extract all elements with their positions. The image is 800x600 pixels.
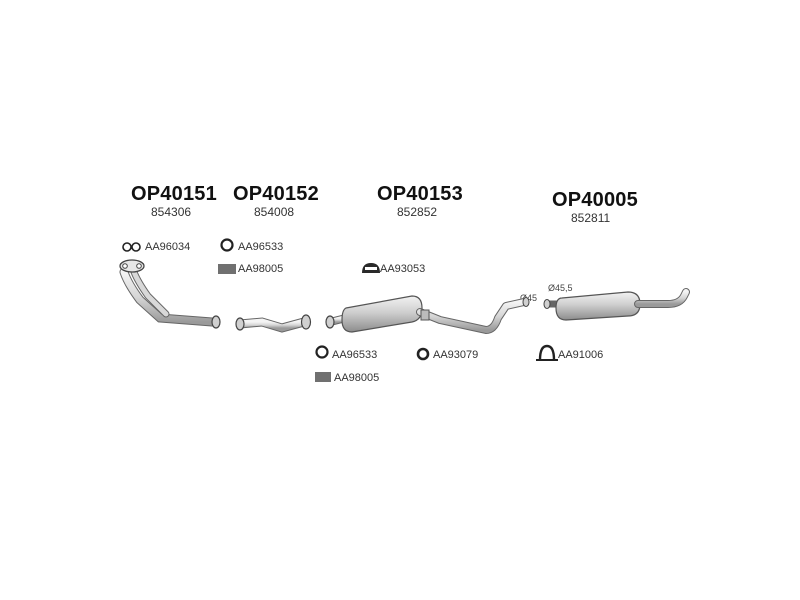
- accessory-label-clamp[interactable]: AA91006: [558, 349, 604, 361]
- accessory-label-ring-a[interactable]: AA96533: [238, 241, 284, 253]
- gasket-icon: [122, 242, 141, 252]
- accessory-label-spring-b[interactable]: AA98005: [334, 372, 380, 384]
- dimension-diameter-45: Ø45: [520, 293, 538, 303]
- ring-icon: [220, 238, 234, 252]
- assembly-code-op40152[interactable]: OP40152: [233, 183, 319, 205]
- assembly-number-854008: 854008: [254, 205, 295, 219]
- assembly-number-854306: 854306: [151, 205, 192, 219]
- accessory-label-spring-a[interactable]: AA98005: [238, 263, 284, 275]
- assembly-code-op40151[interactable]: OP40151: [131, 183, 217, 205]
- assembly-code-op40005[interactable]: OP40005: [552, 189, 638, 211]
- ring-icon: [416, 347, 430, 361]
- accessory-label-ring-c[interactable]: AA93079: [433, 349, 479, 361]
- middle-silencer-op40153[interactable]: [325, 295, 530, 334]
- intermediate-pipe-op40152[interactable]: [235, 314, 312, 333]
- front-pipe-op40151[interactable]: [119, 259, 221, 329]
- assembly-code-op40153[interactable]: OP40153: [377, 183, 463, 205]
- assembly-number-852852: 852852: [397, 205, 438, 219]
- rubber-mount-icon: [362, 263, 380, 273]
- clamp-icon: [536, 344, 558, 361]
- accessory-label-ring-b[interactable]: AA96533: [332, 349, 378, 361]
- rear-silencer-op40005[interactable]: [543, 288, 690, 321]
- assembly-number-852811: 852811: [571, 211, 611, 225]
- accessory-label-rubber-mount[interactable]: AA93053: [380, 263, 426, 275]
- spring-icon: [315, 372, 331, 382]
- accessory-label-gasket-front[interactable]: AA96034: [145, 241, 191, 253]
- ring-icon: [315, 345, 329, 359]
- dimension-diameter-45-5: Ø45,5: [548, 283, 573, 293]
- spring-icon: [218, 264, 236, 274]
